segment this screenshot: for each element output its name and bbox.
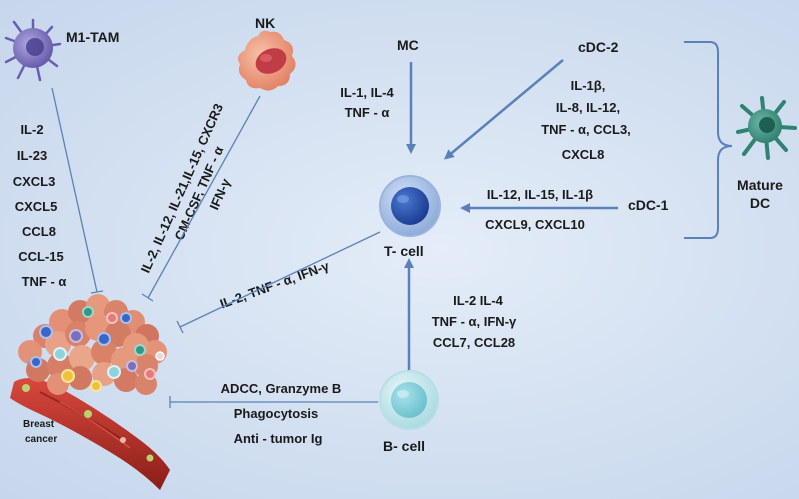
bcell-tcell-factor: IL-2 IL-4	[453, 293, 504, 308]
bcell-tumor-factor: Phagocytosis	[234, 406, 319, 421]
m1-tam-factor: CXCL5	[15, 199, 58, 214]
bcell-to-tumor-factors: ADCC, Granzyme B Phagocytosis Anti - tum…	[221, 381, 342, 446]
t-cell-label: T- cell	[384, 243, 424, 259]
mature-dc-label-line1: Mature	[737, 177, 783, 193]
mc-factor: IL-1, IL-4	[340, 85, 394, 100]
cdc2-factor: IL-1β,	[571, 78, 606, 93]
nk-inhibition-line	[141, 95, 261, 302]
breast-cancer-tumor	[10, 294, 170, 490]
blood-vessel	[10, 378, 170, 490]
bcell-inhibition-line	[169, 396, 378, 408]
cdc1-factors: IL-12, IL-15, IL-1β CXCL9, CXCL10	[485, 187, 593, 232]
mature-dc-label-line2: DC	[750, 195, 770, 211]
mc-factor: TNF - α	[345, 105, 390, 120]
m1-tam-factor: CCL8	[22, 224, 56, 239]
b-cell-label: B- cell	[383, 438, 425, 454]
m1-tam-factors: IL-2 IL-23 CXCL3 CXCL5 CCL8 CCL-15 TNF -…	[13, 122, 67, 289]
cdc2-factor: IL-8, IL-12,	[556, 100, 620, 115]
cdc2-to-tcell-arrow	[443, 59, 564, 160]
m1-tam-factor: IL-2	[20, 122, 43, 137]
bcell-tumor-factor: ADCC, Granzyme B	[221, 381, 342, 396]
mc-label: MC	[397, 37, 419, 53]
bcell-to-tcell-factors: IL-2 IL-4 TNF - α, IFN-γ CCL7, CCL28	[432, 293, 517, 350]
cdc1-factor: CXCL9, CXCL10	[485, 217, 585, 232]
bcell-tcell-factor: CCL7, CCL28	[433, 335, 515, 350]
tcell-inhibition-line	[176, 231, 381, 334]
m1-tam-factor: CCL-15	[18, 249, 64, 264]
cdc2-factors: IL-1β, IL-8, IL-12, TNF - α, CCL3, CXCL8	[541, 78, 631, 162]
breast-cancer-label-line1: Breast	[23, 419, 55, 430]
cdc2-factor: TNF - α, CCL3,	[541, 122, 631, 137]
bcell-tumor-factor: Anti - tumor Ig	[234, 431, 323, 446]
m1-tam-factor: IL-23	[17, 148, 47, 163]
nk-factors: IL-2, IL-12, IL-21,IL-15, CXCR3 CM-CSF, …	[138, 101, 234, 275]
m1-tam-inhibition-line	[51, 87, 104, 294]
mc-factors: IL-1, IL-4 TNF - α	[340, 85, 394, 120]
nk-cell	[237, 30, 296, 91]
m1-tam-factor: TNF - α	[22, 274, 67, 289]
nk-label: NK	[255, 15, 275, 31]
mature-dc-cell	[736, 96, 797, 160]
bcell-tcell-factor: TNF - α, IFN-γ	[432, 314, 517, 329]
nk-factor: IL-2, IL-12, IL-21,IL-15, CXCR3	[138, 101, 226, 275]
cdc1-label: cDC-1	[628, 197, 669, 213]
t-cell	[379, 175, 441, 237]
cdc1-factor: IL-12, IL-15, IL-1β	[487, 187, 593, 202]
m1-tam-cell	[4, 18, 62, 82]
dc-bracket	[684, 41, 733, 239]
m1-tam-factor: CXCL3	[13, 174, 56, 189]
cdc2-label: cDC-2	[578, 39, 619, 55]
breast-cancer-label-line2: cancer	[25, 434, 57, 445]
cdc2-factor: CXCL8	[562, 147, 605, 162]
m1-tam-label: M1-TAM	[66, 29, 119, 45]
tcell-to-tumor-factors: IL-2, TNF - α, IFN-γ	[218, 258, 332, 312]
b-cell	[379, 370, 439, 430]
